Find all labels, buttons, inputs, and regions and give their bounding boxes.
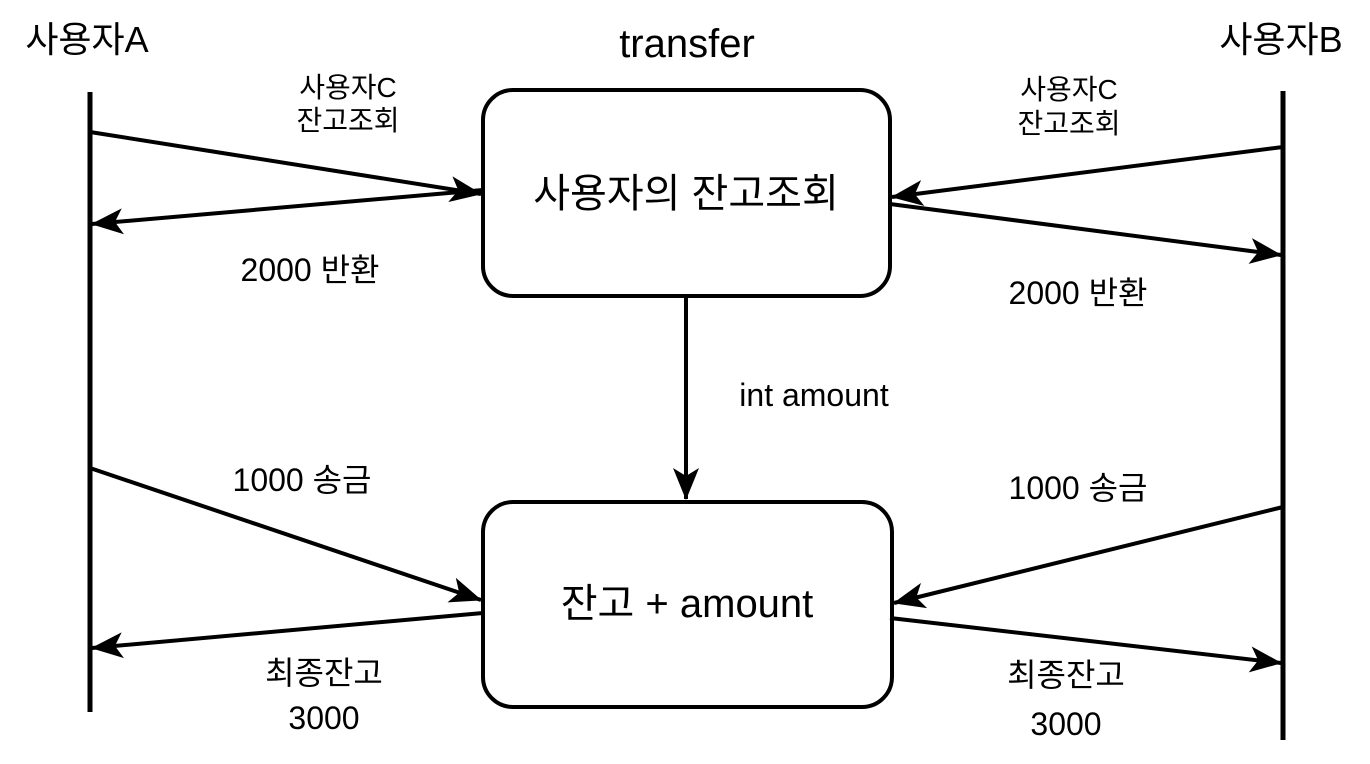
left-return-label: 2000 반환 — [241, 252, 380, 288]
left-final-label-line1: 최종잔고 — [265, 655, 383, 691]
balance-add-box — [481, 500, 894, 709]
right-send-label: 1000 송금 — [1009, 470, 1148, 506]
right-final-label-line1: 최종잔고 — [1007, 657, 1125, 693]
left-request-label-line1: 사용자C — [299, 72, 397, 103]
right-return-label: 2000 반환 — [1009, 275, 1148, 311]
int-amount-label: int amount — [739, 377, 889, 413]
arrow-final-to-a — [91, 611, 484, 659]
arrow-return-to-a — [91, 188, 484, 235]
diagram-title: transfer — [619, 22, 755, 66]
left-final-label-line2: 3000 — [288, 700, 359, 736]
arrow-final-to-b — [889, 616, 1282, 673]
left-send-label: 1000 송금 — [233, 462, 372, 498]
actor-a-label: 사용자A — [25, 19, 148, 60]
right-final-label-line2: 3000 — [1030, 706, 1101, 742]
right-request-label-line2: 잔고조회 — [1017, 108, 1120, 139]
actor-b-label: 사용자B — [1219, 19, 1342, 60]
arrow-b-send-money — [893, 505, 1284, 609]
arrow-a-send-money — [89, 466, 482, 603]
left-request-label-line2: 잔고조회 — [296, 105, 399, 136]
right-request-label-line1: 사용자C — [1020, 74, 1118, 105]
arrow-b-request-balance — [891, 145, 1284, 206]
arrow-return-to-b — [889, 202, 1282, 264]
balance-add-box-label: 잔고 + amount — [561, 582, 814, 626]
balance-check-box-label: 사용자의 잔고조회 — [533, 172, 839, 216]
arrow-a-request-balance — [89, 130, 482, 202]
